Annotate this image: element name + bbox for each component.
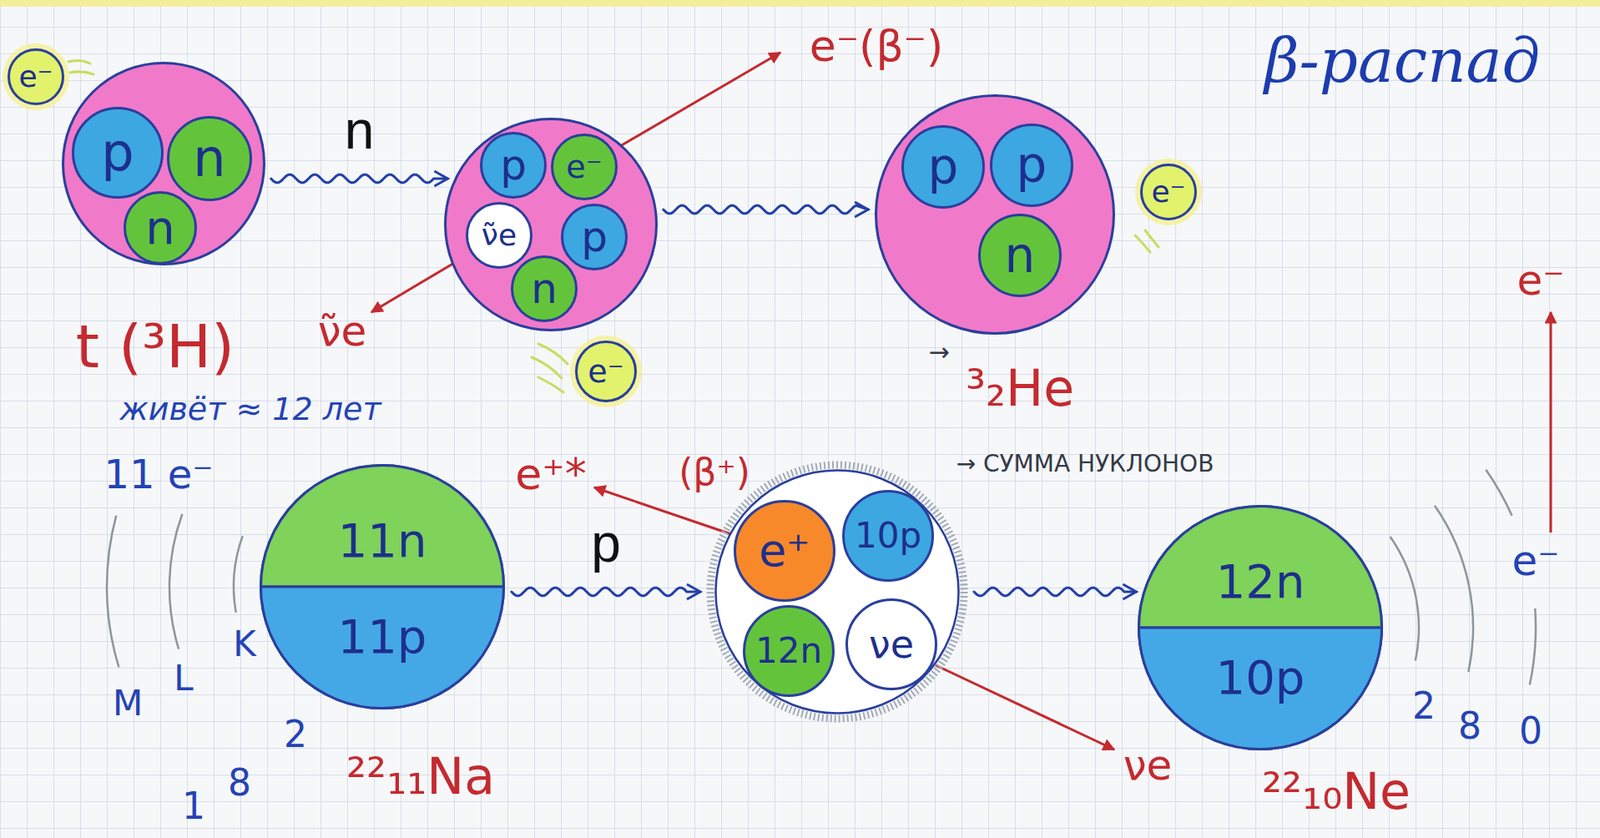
neutron-ball: 12n bbox=[742, 605, 835, 697]
annotation: → bbox=[928, 339, 949, 365]
wavy-arrow bbox=[974, 584, 1136, 600]
annotation: K bbox=[232, 626, 257, 662]
neutron-band: 12n bbox=[1137, 504, 1383, 628]
nucleus-circle: pe⁻ν̃epn bbox=[444, 117, 658, 332]
proton-band: 11p bbox=[259, 586, 505, 710]
nucleus-circle-outline bbox=[714, 469, 960, 715]
annotation: 2 bbox=[283, 716, 308, 753]
particle-symbol: e⁻ bbox=[587, 355, 624, 388]
nucleus-disc: 12n10p²²₁₀Ne bbox=[1137, 504, 1383, 751]
electron-ball: e⁻ bbox=[1140, 163, 1197, 221]
wavy-arrow bbox=[663, 201, 869, 218]
nucleus-circle: pnnt (³H) bbox=[61, 61, 266, 266]
particle-symbol: 11n bbox=[338, 517, 428, 565]
wavy-line bbox=[271, 174, 449, 183]
annotation: e⁻ bbox=[1516, 259, 1565, 302]
annotation: 1 bbox=[181, 787, 206, 825]
annotation: e⁻(β⁻) bbox=[809, 24, 944, 68]
wavy-line bbox=[663, 205, 869, 214]
neutron-ball: n bbox=[978, 213, 1062, 298]
proton-ball: p bbox=[479, 131, 547, 199]
nucleus-circle-outline bbox=[874, 94, 1116, 335]
annotation: e⁺* bbox=[514, 452, 586, 496]
neutrino-ball: νe bbox=[845, 598, 938, 691]
particle-symbol: 10p bbox=[854, 518, 922, 554]
particle-symbol: n bbox=[1004, 231, 1036, 280]
annotation: 2 bbox=[1412, 687, 1436, 725]
annotation: (β⁺) bbox=[678, 454, 751, 491]
wavy-arrow bbox=[271, 171, 449, 187]
particle-symbol: n bbox=[192, 132, 226, 185]
nucleus-name: ²²₁₁Na bbox=[346, 751, 495, 802]
nucleus-circle: e⁺10p12nνe→ СУММА НУКЛОНОВ bbox=[714, 469, 960, 715]
nucleus-circle: ppn³₂He bbox=[874, 94, 1116, 335]
annotation: νe bbox=[1123, 744, 1173, 787]
particle-symbol: p bbox=[580, 216, 608, 258]
annotation: 11 e⁻ bbox=[103, 454, 213, 495]
particle-symbol: e⁺ bbox=[758, 528, 811, 574]
annotation: 8 bbox=[1458, 707, 1482, 745]
neutron-ball: e⁻ bbox=[550, 133, 618, 201]
nucleus-name: → СУММА НУКЛОНОВ bbox=[956, 452, 1215, 476]
emission-arrows bbox=[371, 52, 1551, 750]
particle-symbol: 12n bbox=[1216, 558, 1306, 606]
particle-symbol: ν̃e bbox=[481, 220, 517, 251]
top-strip bbox=[0, 0, 1600, 7]
particle-symbol: n bbox=[145, 204, 176, 252]
wavy-line bbox=[974, 587, 1136, 596]
proton-ball: p bbox=[71, 106, 164, 199]
particle-symbol: 10p bbox=[1216, 654, 1306, 702]
neutron-ball: n bbox=[166, 116, 253, 202]
wavy-arrow bbox=[511, 584, 701, 600]
nucleus-disc: 11n11p²²₁₁Na bbox=[259, 464, 505, 710]
proton-ball: 10p bbox=[842, 489, 934, 582]
proton-ball: p bbox=[560, 203, 628, 271]
nucleus-name: ³₂He bbox=[965, 363, 1075, 414]
electron-leaving-arrow bbox=[1549, 312, 1553, 533]
particle-letter: p bbox=[590, 516, 621, 571]
neutrino-ball: ν̃e bbox=[465, 201, 533, 269]
arrow-head bbox=[434, 171, 448, 187]
wavy-line bbox=[511, 587, 701, 596]
particle-symbol: p bbox=[499, 144, 527, 187]
beta-minus-arrow bbox=[615, 52, 781, 149]
annotation: 8 bbox=[227, 764, 252, 802]
nucleus-name: t (³H) bbox=[75, 316, 235, 377]
proton-ball: p bbox=[901, 125, 985, 209]
arrow-head bbox=[686, 584, 701, 600]
positron-ball: e⁺ bbox=[733, 499, 836, 602]
annotation: живёт ≈ 12 лет bbox=[119, 393, 381, 425]
particle-symbol: 11p bbox=[338, 613, 428, 661]
particle-letter: n bbox=[344, 103, 375, 157]
annotation: 0 bbox=[1519, 712, 1543, 750]
particle-symbol: p bbox=[100, 126, 134, 179]
nucleus-name: ²²₁₀Ne bbox=[1261, 766, 1411, 817]
particle-symbol: n bbox=[530, 267, 558, 310]
annotation: M bbox=[112, 686, 143, 722]
particle-symbol: p bbox=[1016, 141, 1048, 190]
particle-symbol: e⁻ bbox=[1150, 176, 1186, 207]
annotation: e⁻ bbox=[1511, 540, 1560, 582]
particle-symbol: νe bbox=[868, 625, 914, 664]
neutron-band: 11n bbox=[259, 464, 505, 587]
proton-ball: p bbox=[989, 123, 1074, 207]
electron-ball: e⁻ bbox=[7, 48, 65, 106]
annotation: L bbox=[173, 661, 193, 697]
particle-symbol: e⁻ bbox=[565, 151, 602, 183]
proton-band: 10p bbox=[1137, 627, 1383, 751]
neutron-ball: n bbox=[510, 255, 578, 323]
arrow-head bbox=[854, 201, 869, 218]
particle-symbol: p bbox=[928, 142, 959, 192]
electron-ball: e⁻ bbox=[575, 340, 637, 403]
annotation: ν̃e bbox=[317, 310, 368, 353]
particle-symbol: e⁻ bbox=[18, 61, 53, 92]
particle-symbol: 12n bbox=[755, 633, 823, 669]
neutrino-arrow bbox=[935, 665, 1115, 750]
arrow-head bbox=[1122, 584, 1136, 600]
diagram-title: β-распад bbox=[1264, 30, 1540, 91]
neutron-ball: n bbox=[123, 191, 197, 265]
